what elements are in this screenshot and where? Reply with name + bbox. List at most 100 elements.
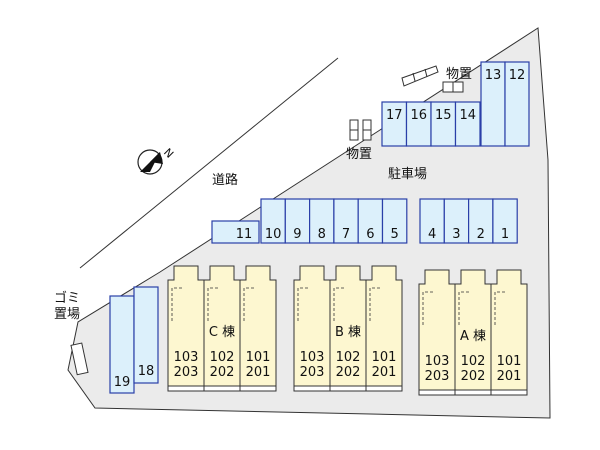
parking-slot-number: 14 xyxy=(459,108,476,123)
room-number-lower: 202 xyxy=(461,369,486,384)
room-number-lower: 201 xyxy=(497,369,522,384)
room-number-upper: 103 xyxy=(174,350,199,365)
parking-slot-number: 15 xyxy=(435,108,452,123)
parking-slot-box xyxy=(333,198,359,244)
parking-slot-box xyxy=(381,101,408,147)
parking-slot-box xyxy=(133,286,159,384)
parking-slot: 17 xyxy=(381,101,408,147)
parking-slot: 2 xyxy=(468,198,494,244)
balcony-line xyxy=(494,291,505,325)
room-number-upper: 101 xyxy=(246,350,271,365)
parking-slot-number: 13 xyxy=(485,68,502,83)
parking-slot-number: 11 xyxy=(236,227,253,242)
balcony-line xyxy=(458,291,469,325)
parking-slot: 1 xyxy=(492,198,518,244)
parking-slot-box xyxy=(419,198,445,244)
compass-icon: N xyxy=(137,146,176,175)
storage-shed-top xyxy=(401,65,464,93)
parking-slot-number: 16 xyxy=(410,108,427,123)
room-number-upper: 102 xyxy=(210,350,235,365)
parking-slot-box xyxy=(454,101,481,147)
parking-slot: 18 xyxy=(133,286,159,384)
parking-slot: 14 xyxy=(454,101,481,147)
parking-slot-number: 3 xyxy=(452,227,460,242)
parking-slot: 4 xyxy=(419,198,445,244)
room-number-lower: 202 xyxy=(210,365,235,380)
parking-slot-box xyxy=(492,198,518,244)
room-number-lower: 201 xyxy=(372,365,397,380)
compass-label: N xyxy=(161,146,176,161)
parking-slot-number: 8 xyxy=(318,227,326,242)
balcony-line xyxy=(243,287,254,321)
storage-shed-middle xyxy=(349,119,372,141)
room-number-lower: 203 xyxy=(174,365,199,380)
balcony-line xyxy=(369,287,380,321)
room-number-lower: 203 xyxy=(425,369,450,384)
parking-slot: 13 xyxy=(480,61,506,147)
garbage-box xyxy=(70,342,89,376)
balcony-line xyxy=(333,287,344,321)
parking-slot-box xyxy=(211,220,260,244)
parking-slot-box xyxy=(357,198,384,244)
parking-slot-box xyxy=(504,61,530,147)
room-number-upper: 102 xyxy=(461,354,486,369)
parking-slot: 3 xyxy=(443,198,470,244)
parking-slot-box xyxy=(381,198,408,244)
balcony-line xyxy=(297,287,308,321)
room-number-upper: 102 xyxy=(336,350,361,365)
building-base xyxy=(167,385,277,392)
storage-label-top: 物置 xyxy=(446,67,472,82)
parking-slot-box xyxy=(468,198,494,244)
parking-slot-box xyxy=(480,61,506,147)
parking-slot: 5 xyxy=(381,198,408,244)
parking-slot-number: 17 xyxy=(386,108,403,123)
road-edge xyxy=(79,57,339,269)
parking-slot: 19 xyxy=(109,295,135,394)
parking-slot-number: 2 xyxy=(477,227,485,242)
parking-slot: 8 xyxy=(309,198,335,244)
parking-slot-number: 12 xyxy=(509,68,526,83)
room-number-lower: 203 xyxy=(300,365,325,380)
storage-label-middle: 物置 xyxy=(346,147,372,162)
parking-label: 駐車場 xyxy=(388,167,427,182)
parking-slot-number: 6 xyxy=(366,227,374,242)
parking-slot: 15 xyxy=(430,101,457,147)
road-label: 道路 xyxy=(212,172,238,188)
parking-slot: 12 xyxy=(504,61,530,147)
building-base xyxy=(293,385,403,392)
parking-slot: 7 xyxy=(333,198,359,244)
parking-slot: 6 xyxy=(357,198,384,244)
parking-slot: 11 xyxy=(211,220,260,244)
garbage-label-line2: 置場 xyxy=(54,307,80,322)
room-number-upper: 103 xyxy=(425,354,450,369)
balcony-line xyxy=(207,287,218,321)
parking-slot-number: 5 xyxy=(391,227,399,242)
parking-slot-box xyxy=(443,198,470,244)
room-number-upper: 101 xyxy=(372,350,397,365)
building-name: A 棟 xyxy=(460,329,486,344)
parking-slot-number: 4 xyxy=(428,227,436,242)
building-name: C 棟 xyxy=(209,325,235,340)
building-base xyxy=(418,389,528,396)
parking-slot-number: 18 xyxy=(138,364,155,379)
parking-slot: 9 xyxy=(284,198,311,244)
room-number-lower: 202 xyxy=(336,365,361,380)
garbage-label-line1: ゴミ xyxy=(54,290,80,306)
building-name: B 棟 xyxy=(335,325,361,340)
parking-slot-number: 7 xyxy=(342,227,350,242)
balcony-line xyxy=(171,287,182,321)
balcony-line xyxy=(422,291,433,325)
room-number-upper: 103 xyxy=(300,350,325,365)
parking-slot-number: 9 xyxy=(293,227,301,242)
room-number-upper: 101 xyxy=(497,354,522,369)
parking-slot-box xyxy=(405,101,432,147)
room-number-lower: 201 xyxy=(246,365,271,380)
parking-slot: 10 xyxy=(260,198,286,244)
parking-slot-number: 10 xyxy=(265,227,282,242)
